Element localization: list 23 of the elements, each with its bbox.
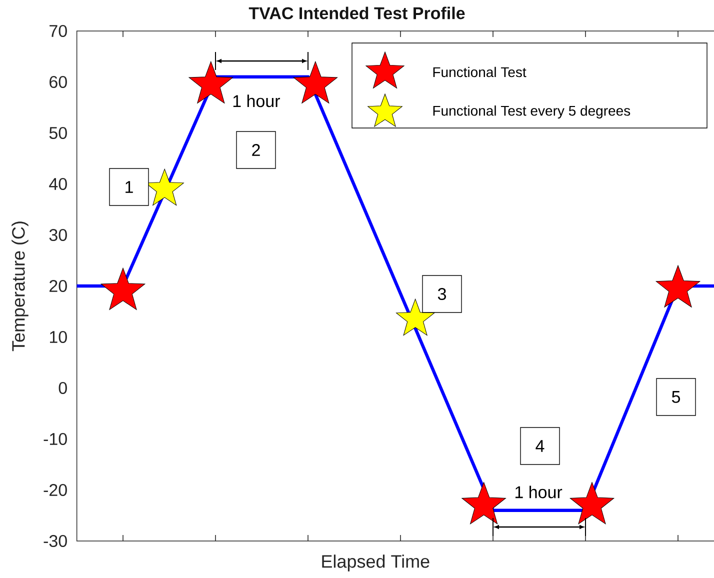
tick-label: 0: [58, 382, 67, 394]
tick-label: 10: [50, 330, 67, 344]
step-number-box: 4: [520, 427, 560, 465]
axis-title: Temperature (C): [12, 222, 28, 352]
step-number-box: 3: [422, 275, 462, 313]
tick-label: 60: [50, 76, 67, 88]
legend-label: Functional Test every 5 degrees: [433, 105, 630, 119]
tick-label: 30: [49, 228, 67, 242]
tick-label: 50: [49, 126, 67, 140]
legend-label: Functional Test: [433, 66, 526, 78]
step-number-box: 2: [236, 131, 276, 169]
tick-label: -20: [44, 484, 67, 496]
tick-label: -30: [44, 534, 67, 548]
tick-label: 20: [50, 280, 67, 292]
step-number-box: 1: [109, 168, 149, 206]
tick-label: 70: [50, 24, 67, 38]
duration-label: 1 hour: [516, 486, 562, 498]
step-number-box: 5: [656, 378, 696, 416]
chart-title: TVAC Intended Test Profile: [248, 6, 465, 20]
duration-label: 1 hour: [233, 94, 280, 108]
tick-label: 40: [49, 178, 67, 190]
axis-title: Elapsed Time: [322, 554, 430, 572]
tick-label: -10: [44, 432, 67, 446]
